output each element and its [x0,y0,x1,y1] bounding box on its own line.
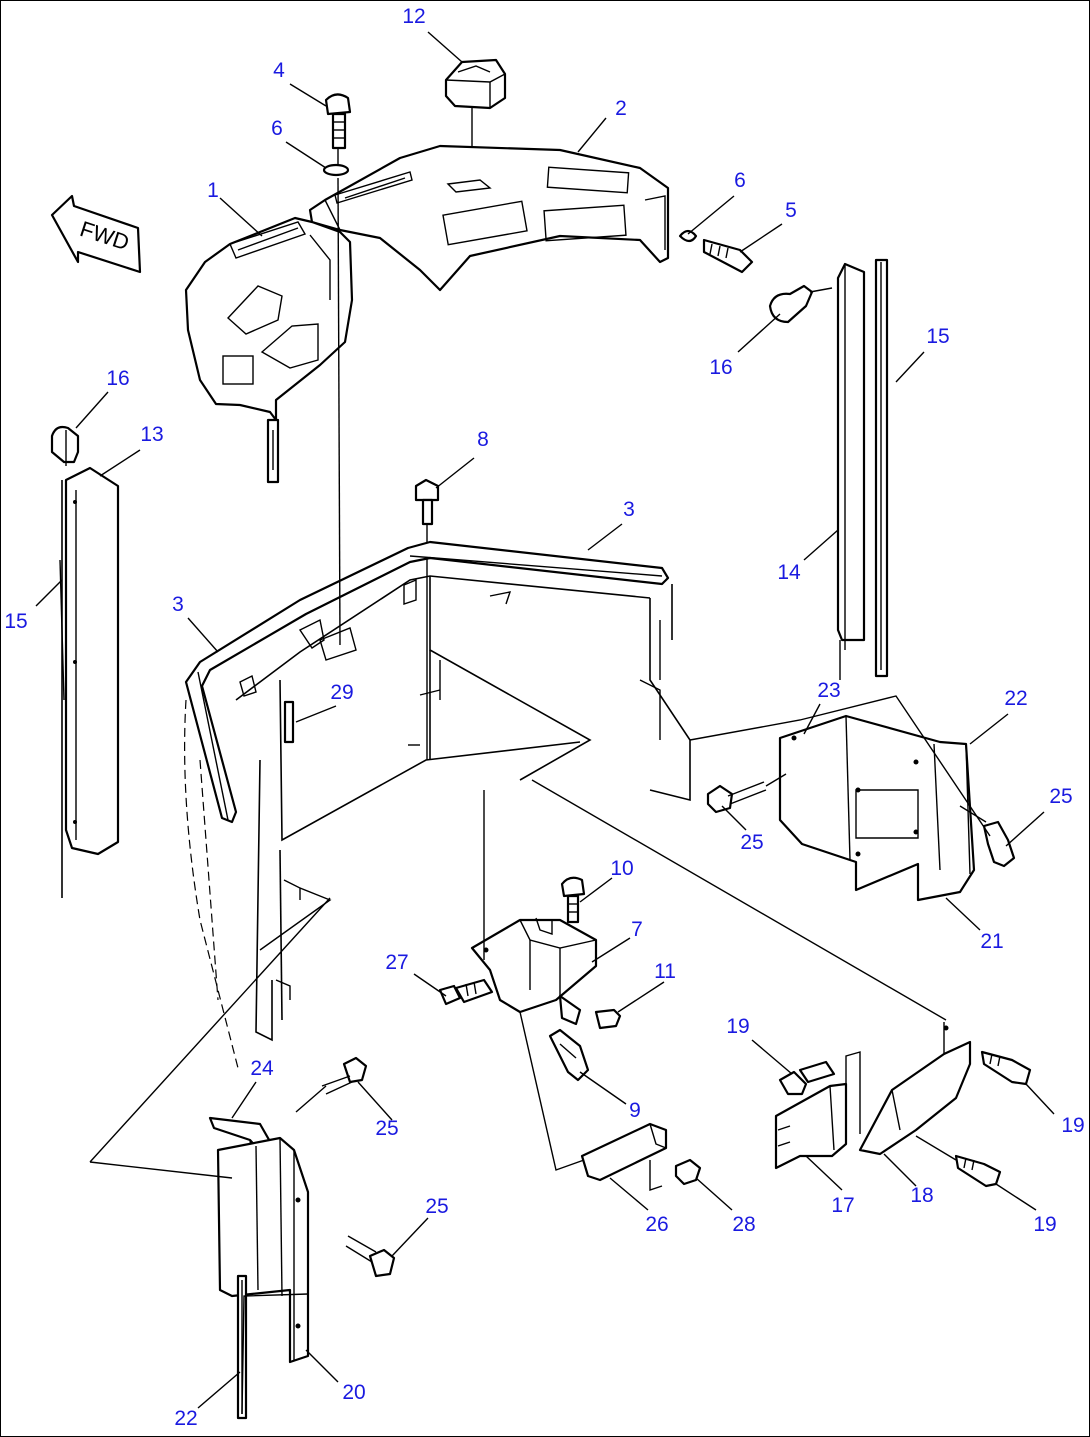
callout-29: 29 [330,681,353,704]
callout-12: 12 [402,5,425,28]
callout-25-right-b: 25 [1049,785,1072,808]
callout-labels: 12 4 2 6 6 5 1 16 15 16 13 8 3 14 3 15 2… [4,5,1084,1430]
callout-6-top: 6 [271,117,283,140]
part-15-rod-left [59,480,65,898]
callout-6-right: 6 [734,169,746,192]
part-20-panel [216,1136,310,1364]
callout-19-a: 19 [726,1015,749,1038]
part-26-clip [580,1122,668,1191]
part-25-bolt-right-b [959,805,1016,868]
callout-16-right: 16 [709,356,732,379]
callout-2: 2 [615,97,627,120]
callout-28: 28 [732,1213,755,1236]
part-8-bolt [414,478,440,760]
callout-17: 17 [831,1194,854,1217]
leader-24-right [89,1161,233,1179]
part-15-rod-right [874,258,889,678]
part-9-clip [548,1028,590,1082]
callout-16-left: 16 [106,367,129,390]
callout-26: 26 [645,1213,668,1236]
part-2-upper-cover [308,144,670,292]
part-1-left-cover [184,216,354,484]
part-19-bolt-c [915,1135,1002,1188]
callout-11: 11 [654,960,676,983]
part-28-nut [674,1158,702,1186]
callout-20: 20 [342,1381,365,1404]
callout-19-c: 19 [1033,1213,1056,1236]
part-14-strip [836,262,866,680]
part-10-bolt [560,876,586,924]
forward-arrow-icon: FWD [50,194,142,274]
part-16-clip-right [768,284,833,324]
leader-22b [241,1293,309,1415]
part-11-pin [594,1008,622,1030]
leader-18 [531,779,947,1021]
callout-22-left: 22 [174,1407,197,1430]
part-19-bolt-b [980,1050,1032,1086]
part-21-right-panel [778,714,976,902]
part-6-washer [322,163,350,177]
callout-10: 10 [610,857,633,880]
callout-7: 7 [631,918,643,941]
callout-25-right-a: 25 [740,831,763,854]
leader-24-up [89,897,331,1163]
callout-1: 1 [207,179,219,202]
part-16-clip-left [50,425,80,466]
callout-3-right: 3 [623,498,635,521]
part-27-bolt [438,978,494,1006]
callout-19-b: 19 [1061,1114,1084,1137]
callout-24: 24 [250,1057,274,1080]
main-frame-body [184,177,691,1069]
part-25-bolt-right-a [706,773,787,814]
callout-22-right: 22 [1004,687,1027,710]
part-25-bolt-left-a [295,1056,368,1113]
part-25-bolt-left-b [345,1235,396,1278]
part-7-bracket [470,917,598,1026]
callout-27: 27 [385,951,408,974]
part-3-frame-rail [184,540,670,824]
callout-25-left-b: 25 [425,1195,448,1218]
callout-23: 23 [817,679,840,702]
callout-25-left-a: 25 [375,1117,398,1140]
callout-5: 5 [785,199,797,222]
callout-21: 21 [980,930,1003,953]
part-18-plate [858,1022,972,1156]
leader-26 [519,1011,585,1171]
part-12-cap [444,58,507,165]
callout-8: 8 [477,428,489,451]
callout-4: 4 [273,59,285,82]
part-5-bolt-and-washer [678,229,754,274]
leader-23 [689,695,991,837]
callout-15-right: 15 [926,325,949,348]
part-17-plate [774,1051,861,1170]
callout-15-left: 15 [4,610,27,633]
part-4-bolt [322,93,352,177]
callout-9: 9 [629,1099,641,1122]
callout-14: 14 [777,561,801,584]
callout-3-left: 3 [172,593,184,616]
part-13-strip [64,466,120,856]
callout-13: 13 [140,423,163,446]
callout-18: 18 [910,1184,933,1207]
callout-leaders [35,31,1055,1409]
